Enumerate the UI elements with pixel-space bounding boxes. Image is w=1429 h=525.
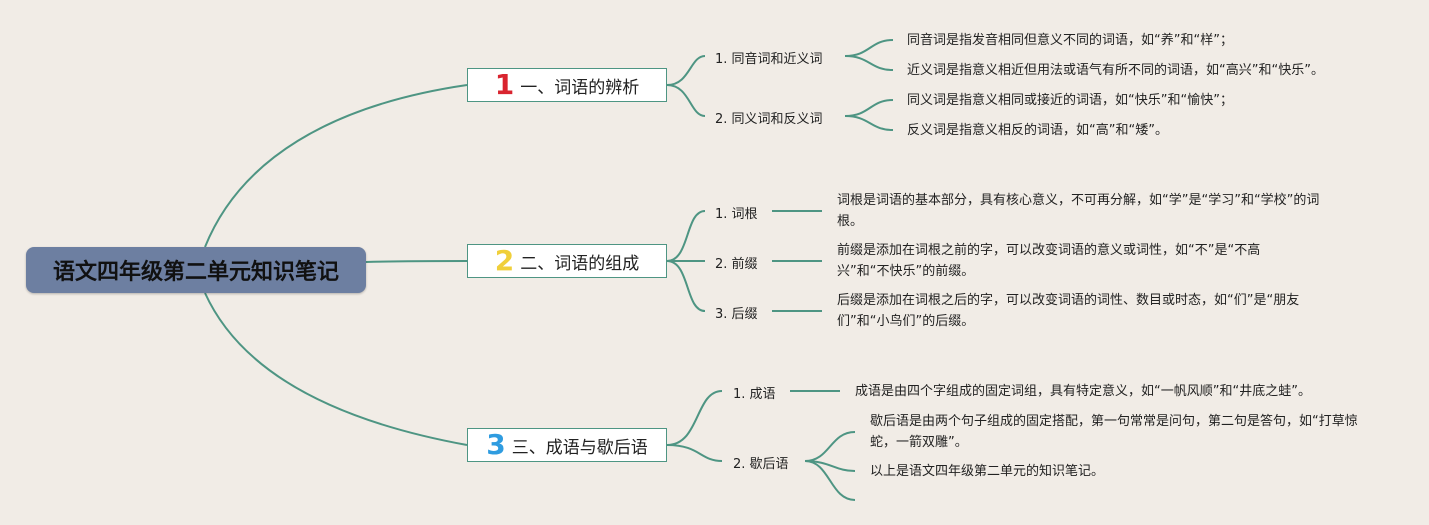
subtopic-2-1[interactable]: 1. 词根: [715, 207, 758, 222]
leaf-2-2[interactable]: 前缀是添加在词根之前的字，可以改变词语的意义或词性，如“不”是“不高兴”和“不快…: [837, 243, 1261, 279]
link-branch-2-sub-1: [666, 210, 706, 262]
link-sub-1-1-leaf-2: [844, 55, 894, 71]
link-root-branch-1: [204, 84, 468, 248]
leaf-3-1[interactable]: 成语是由四个字组成的固定词组，具有特定意义，如“一帆风顺”和“井底之蛙”。: [855, 384, 1311, 399]
leaf-1-1-2[interactable]: 近义词是指意义相近但用法或语气有所不同的词语，如“高兴”和“快乐”。: [907, 63, 1324, 78]
link-sub-3-2-leaf-3: [804, 460, 856, 501]
link-branch-1-sub-2: [666, 84, 706, 117]
subtopic-2-3[interactable]: 3. 后缀: [715, 307, 758, 322]
link-sub-1-1-leaf-1: [844, 39, 894, 57]
link-branch-1-sub-1: [666, 55, 706, 86]
leaf-2-1[interactable]: 词根是词语的基本部分，具有核心意义，不可再分解，如“学”是“学习”和“学校”的词…: [837, 193, 1320, 229]
branch-1-topic[interactable]: 1 一、词语的辨析: [467, 68, 667, 102]
subtopic-3-1[interactable]: 1. 成语: [733, 387, 776, 402]
link-sub-1-2-leaf-1: [844, 99, 894, 117]
link-sub-1-2-leaf-2: [844, 115, 894, 131]
number-two-icon: 2: [494, 244, 515, 277]
number-one-icon: 1: [494, 68, 515, 101]
branch-3-label: 三、成语与歇后语: [511, 437, 648, 458]
subtopic-2-2[interactable]: 2. 前缀: [715, 257, 758, 272]
link-root-branch-3: [204, 292, 468, 446]
subtopic-1-1[interactable]: 1. 同音词和近义词: [715, 52, 823, 67]
leaf-1-1-1[interactable]: 同音词是指发音相同但意义不同的词语，如“养”和“样”；: [907, 33, 1233, 48]
branch-3-topic[interactable]: 3 三、成语与歇后语: [467, 428, 667, 462]
subtopic-3-2[interactable]: 2. 歇后语: [733, 457, 789, 472]
leaf-2-3[interactable]: 后缀是添加在词根之后的字，可以改变词语的词性、数目或时态，如“们”是“朋友们”和…: [837, 293, 1300, 329]
leaf-3-2-2[interactable]: 以上是语文四年级第二单元的知识笔记。: [870, 464, 1105, 479]
link-branch-3-sub-1: [666, 390, 723, 446]
link-sub-3-2-leaf-1: [804, 431, 856, 462]
subtopic-1-2[interactable]: 2. 同义词和反义词: [715, 112, 823, 127]
branch-1-label: 一、词语的辨析: [520, 77, 640, 98]
root-topic[interactable]: 语文四年级第二单元知识笔记: [26, 247, 366, 293]
root-title: 语文四年级第二单元知识笔记: [52, 260, 339, 285]
link-branch-2-sub-3: [666, 260, 706, 312]
number-three-icon: 3: [486, 428, 506, 461]
leaf-1-2-2[interactable]: 反义词是指意义相反的词语，如“高”和“矮”。: [907, 123, 1168, 138]
leaf-3-2-1[interactable]: 歇后语是由两个句子组成的固定搭配，第一句常常是问句，第二句是答句，如“打草惊蛇，…: [870, 414, 1358, 450]
branch-2-topic[interactable]: 2 二、词语的组成: [467, 244, 667, 278]
link-branch-3-sub-2: [666, 444, 723, 462]
link-root-branch-2: [365, 260, 468, 263]
leaf-1-2-1[interactable]: 同义词是指意义相同或接近的词语，如“快乐”和“愉快”；: [907, 93, 1233, 108]
branch-2-label: 二、词语的组成: [520, 253, 640, 274]
